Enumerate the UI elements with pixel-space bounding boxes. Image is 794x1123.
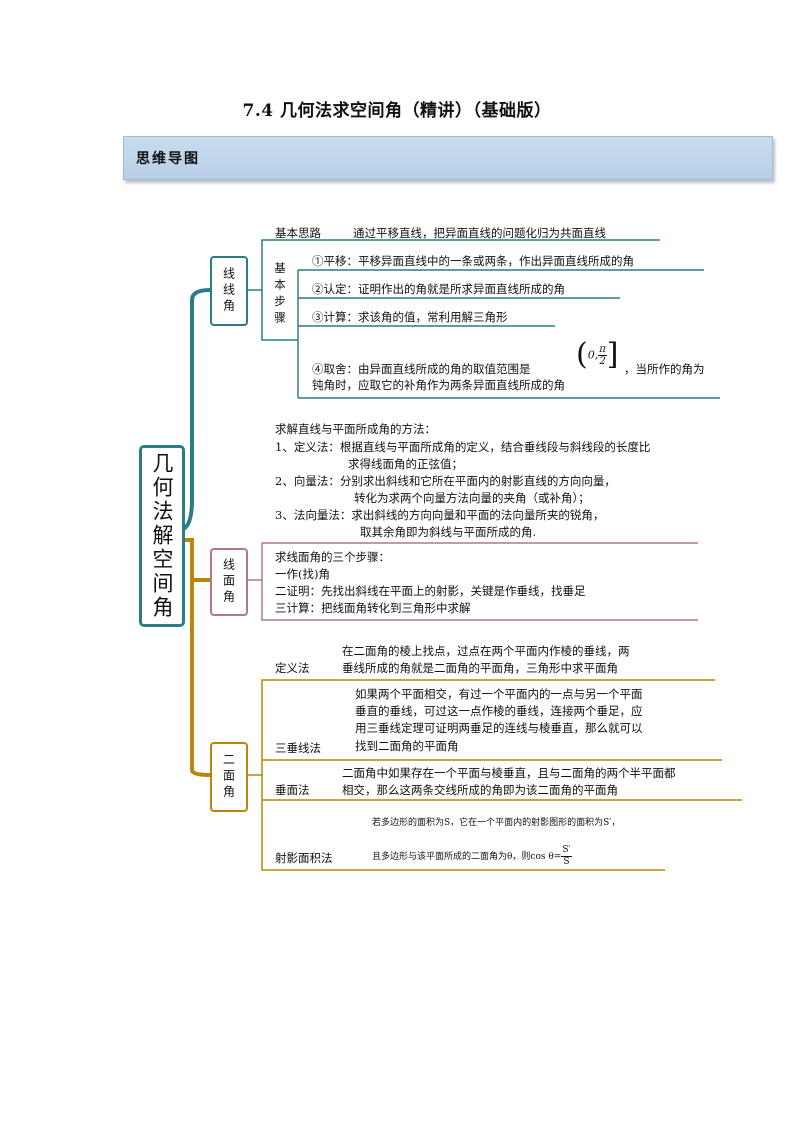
- proj-label: 射影面积法: [275, 851, 333, 865]
- lp-method-1b: 求得线面角的正弦值；: [348, 457, 463, 471]
- lp-method-2b: 转化为求两个向量方法向量的夹角（或补角）；: [354, 491, 590, 505]
- step-choose-b: ，当所作的角为: [624, 362, 705, 376]
- basic-idea-text: 通过平移直线，把异面直线的问题化归为共面直线: [353, 226, 606, 240]
- three-perp-text-1: 如果两个平面相交，有过一个平面内的一点与另一个平面: [355, 687, 643, 701]
- three-perp-text-3: 用三垂线定理可证明两垂足的连线与棱垂直，那么就可以: [355, 721, 643, 735]
- lp-method-2: 2、向量法：分别求出斜线和它所在平面内的射影直线的方向向量，: [275, 474, 616, 488]
- dihedral-def-label: 定义法: [275, 661, 310, 675]
- lp-method-3: 3、法向量法：求出斜线的方向向量和平面的法向量所夹的锐角，: [275, 508, 605, 522]
- proj-text-1: 若多边形的面积为S，它在一个平面内的射影图形的面积为S′，: [372, 818, 621, 828]
- page-title: 7.4 几何法求空间角（精讲）（基础版）: [242, 101, 552, 121]
- step-choose-a: ④取舍：由异面直线所成的角的取值范围是: [312, 362, 531, 376]
- basic-idea-label: 基本思路: [275, 226, 321, 240]
- node-dihedral: 二面角: [210, 742, 248, 812]
- basic-steps-label: 基本步骤: [273, 262, 287, 328]
- perp-plane-label: 垂面法: [275, 783, 310, 797]
- step-compute: ③计算：求该角的值，常利用解三角形: [312, 310, 508, 324]
- banner-label: 思维导图: [136, 151, 200, 167]
- node-line-plane: 线面角: [210, 548, 248, 616]
- lp-step-1: 一作(找)角: [275, 567, 330, 581]
- root-node: 几何法解空间角: [139, 445, 185, 627]
- lp-step-3: 三计算：把线面角转化到三角形中求解: [275, 601, 471, 615]
- step-translate: ①平移：平移异面直线中的一条或两条，作出异面直线所成的角: [312, 254, 634, 268]
- three-perp-text-2: 垂直的垂线，可过这一点作棱的垂线，连接两个垂足，应: [355, 704, 643, 718]
- three-perp-text-4: 找到二面角的平面角: [355, 739, 459, 753]
- node-line-angle: 线线角: [210, 256, 248, 326]
- lp-method-3b: 取其余角即为斜线与平面所成的角.: [360, 525, 537, 539]
- lp-step-2: 二证明：先找出斜线在平面上的射影，关键是作垂线，找垂足: [275, 584, 586, 598]
- dihedral-def-text-2: 垂线所成的角就是二面角的平面角，三角形中求平面角: [342, 661, 618, 675]
- perp-plane-text-1: 二面角中如果存在一个平面与棱垂直，且与二面角的两个半平面都: [342, 766, 676, 780]
- lp-method-1: 1、定义法：根据直线与平面所成角的定义，结合垂线段与斜线段的长度比: [275, 440, 651, 454]
- root-label: 几何法解空间角: [150, 452, 174, 620]
- lp-steps-title: 求线面角的三个步骤：: [275, 550, 390, 564]
- dihedral-def-text-1: 在二面角的棱上找点，过点在两个平面内作棱的垂线，两: [342, 644, 630, 658]
- lp-methods-title: 求解直线与平面所成角的方法：: [275, 422, 436, 436]
- step-confirm: ②认定：证明作出的角就是所求异面直线所成的角: [312, 282, 565, 296]
- step-choose-c: 钝角时，应取它的补角作为两条异面直线所成的角: [312, 378, 565, 392]
- section-banner: 思维导图: [123, 136, 773, 180]
- proj-text-2: 且多边形与该平面所成的二面角为θ，则cos θ=S′S: [372, 845, 572, 867]
- perp-plane-text-2: 相交，那么这两条交线所成的角即为该二面角的平面角: [342, 783, 618, 797]
- three-perp-label: 三垂线法: [275, 741, 321, 755]
